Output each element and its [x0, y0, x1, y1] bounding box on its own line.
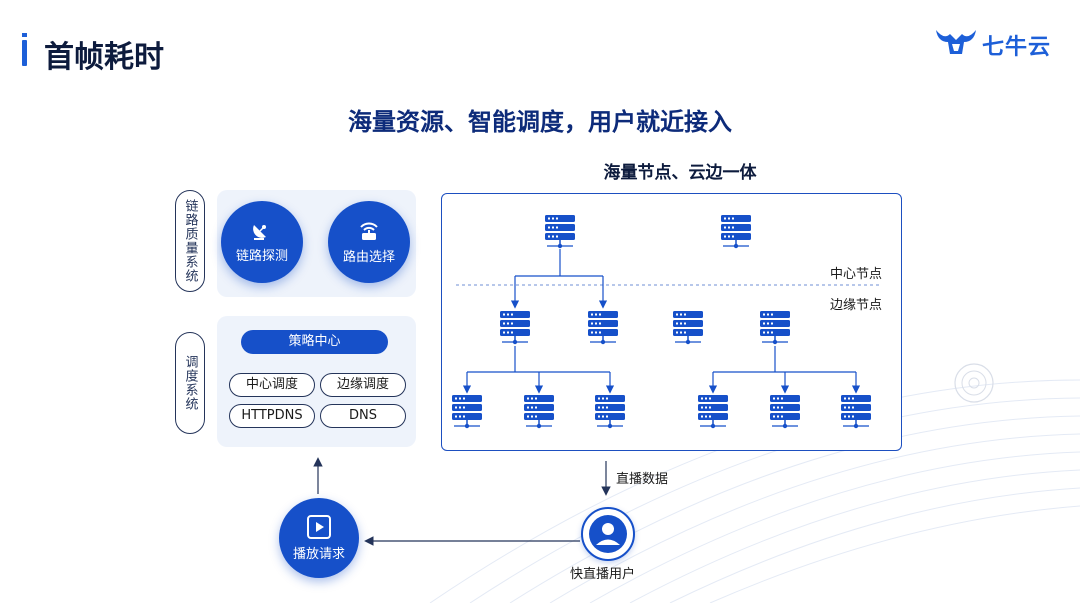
headline: 海量资源、智能调度，用户就近接入: [348, 108, 732, 136]
strategy-center-button[interactable]: 策略中心: [241, 330, 388, 354]
scheduling-system-label: 调度系统: [175, 332, 205, 434]
edge-node-label: 边缘节点: [830, 298, 883, 313]
leaf-server-icon: [840, 394, 872, 429]
qiniu-bull-logo: [936, 30, 976, 54]
center-server-icon: [720, 214, 752, 249]
user-icon: [589, 515, 627, 553]
center-node-label: 中心节点: [830, 267, 883, 282]
edge-server-icon: [499, 310, 531, 345]
leaf-server-icon: [769, 394, 801, 429]
router-icon: [360, 222, 378, 240]
logo-text: 七牛云: [982, 35, 1052, 60]
live-user-label: 快直播用户: [570, 567, 636, 582]
edge-server-icon: [759, 310, 791, 345]
live-user-node[interactable]: [581, 507, 635, 561]
brand-logo: 七牛云: [934, 26, 1054, 62]
leaf-server-icon: [594, 394, 626, 429]
play-request-button[interactable]: 播放请求: [279, 498, 359, 578]
title-accent-icon: [22, 33, 27, 66]
stream-data-label: 直播数据: [616, 472, 669, 487]
link-probe-button[interactable]: 链路探测: [221, 201, 303, 283]
leaf-server-icon: [523, 394, 555, 429]
route-selection-label: 路由选择: [342, 249, 395, 265]
httpdns-option[interactable]: HTTPDNS: [229, 404, 315, 428]
route-selection-button[interactable]: 路由选择: [328, 201, 410, 283]
decorative-ring-icon: [954, 363, 994, 403]
leaf-server-icon: [697, 394, 729, 429]
dns-option[interactable]: DNS: [320, 404, 406, 428]
link-quality-system-label: 链路质量系统: [175, 190, 205, 292]
satellite-dish-icon: [253, 224, 266, 240]
play-request-label: 播放请求: [292, 546, 345, 562]
edge-scheduling-option[interactable]: 边缘调度: [320, 373, 406, 397]
network-title: 海量节点、云边一体: [603, 163, 757, 183]
play-icon: [307, 514, 331, 539]
leaf-server-icon: [451, 394, 483, 429]
edge-server-icon: [672, 310, 704, 345]
link-probe-label: 链路探测: [235, 248, 288, 264]
center-scheduling-option[interactable]: 中心调度: [229, 373, 315, 397]
edge-server-icon: [587, 310, 619, 345]
center-server-icon: [544, 214, 576, 249]
page-title: 首帧耗时: [44, 40, 164, 75]
